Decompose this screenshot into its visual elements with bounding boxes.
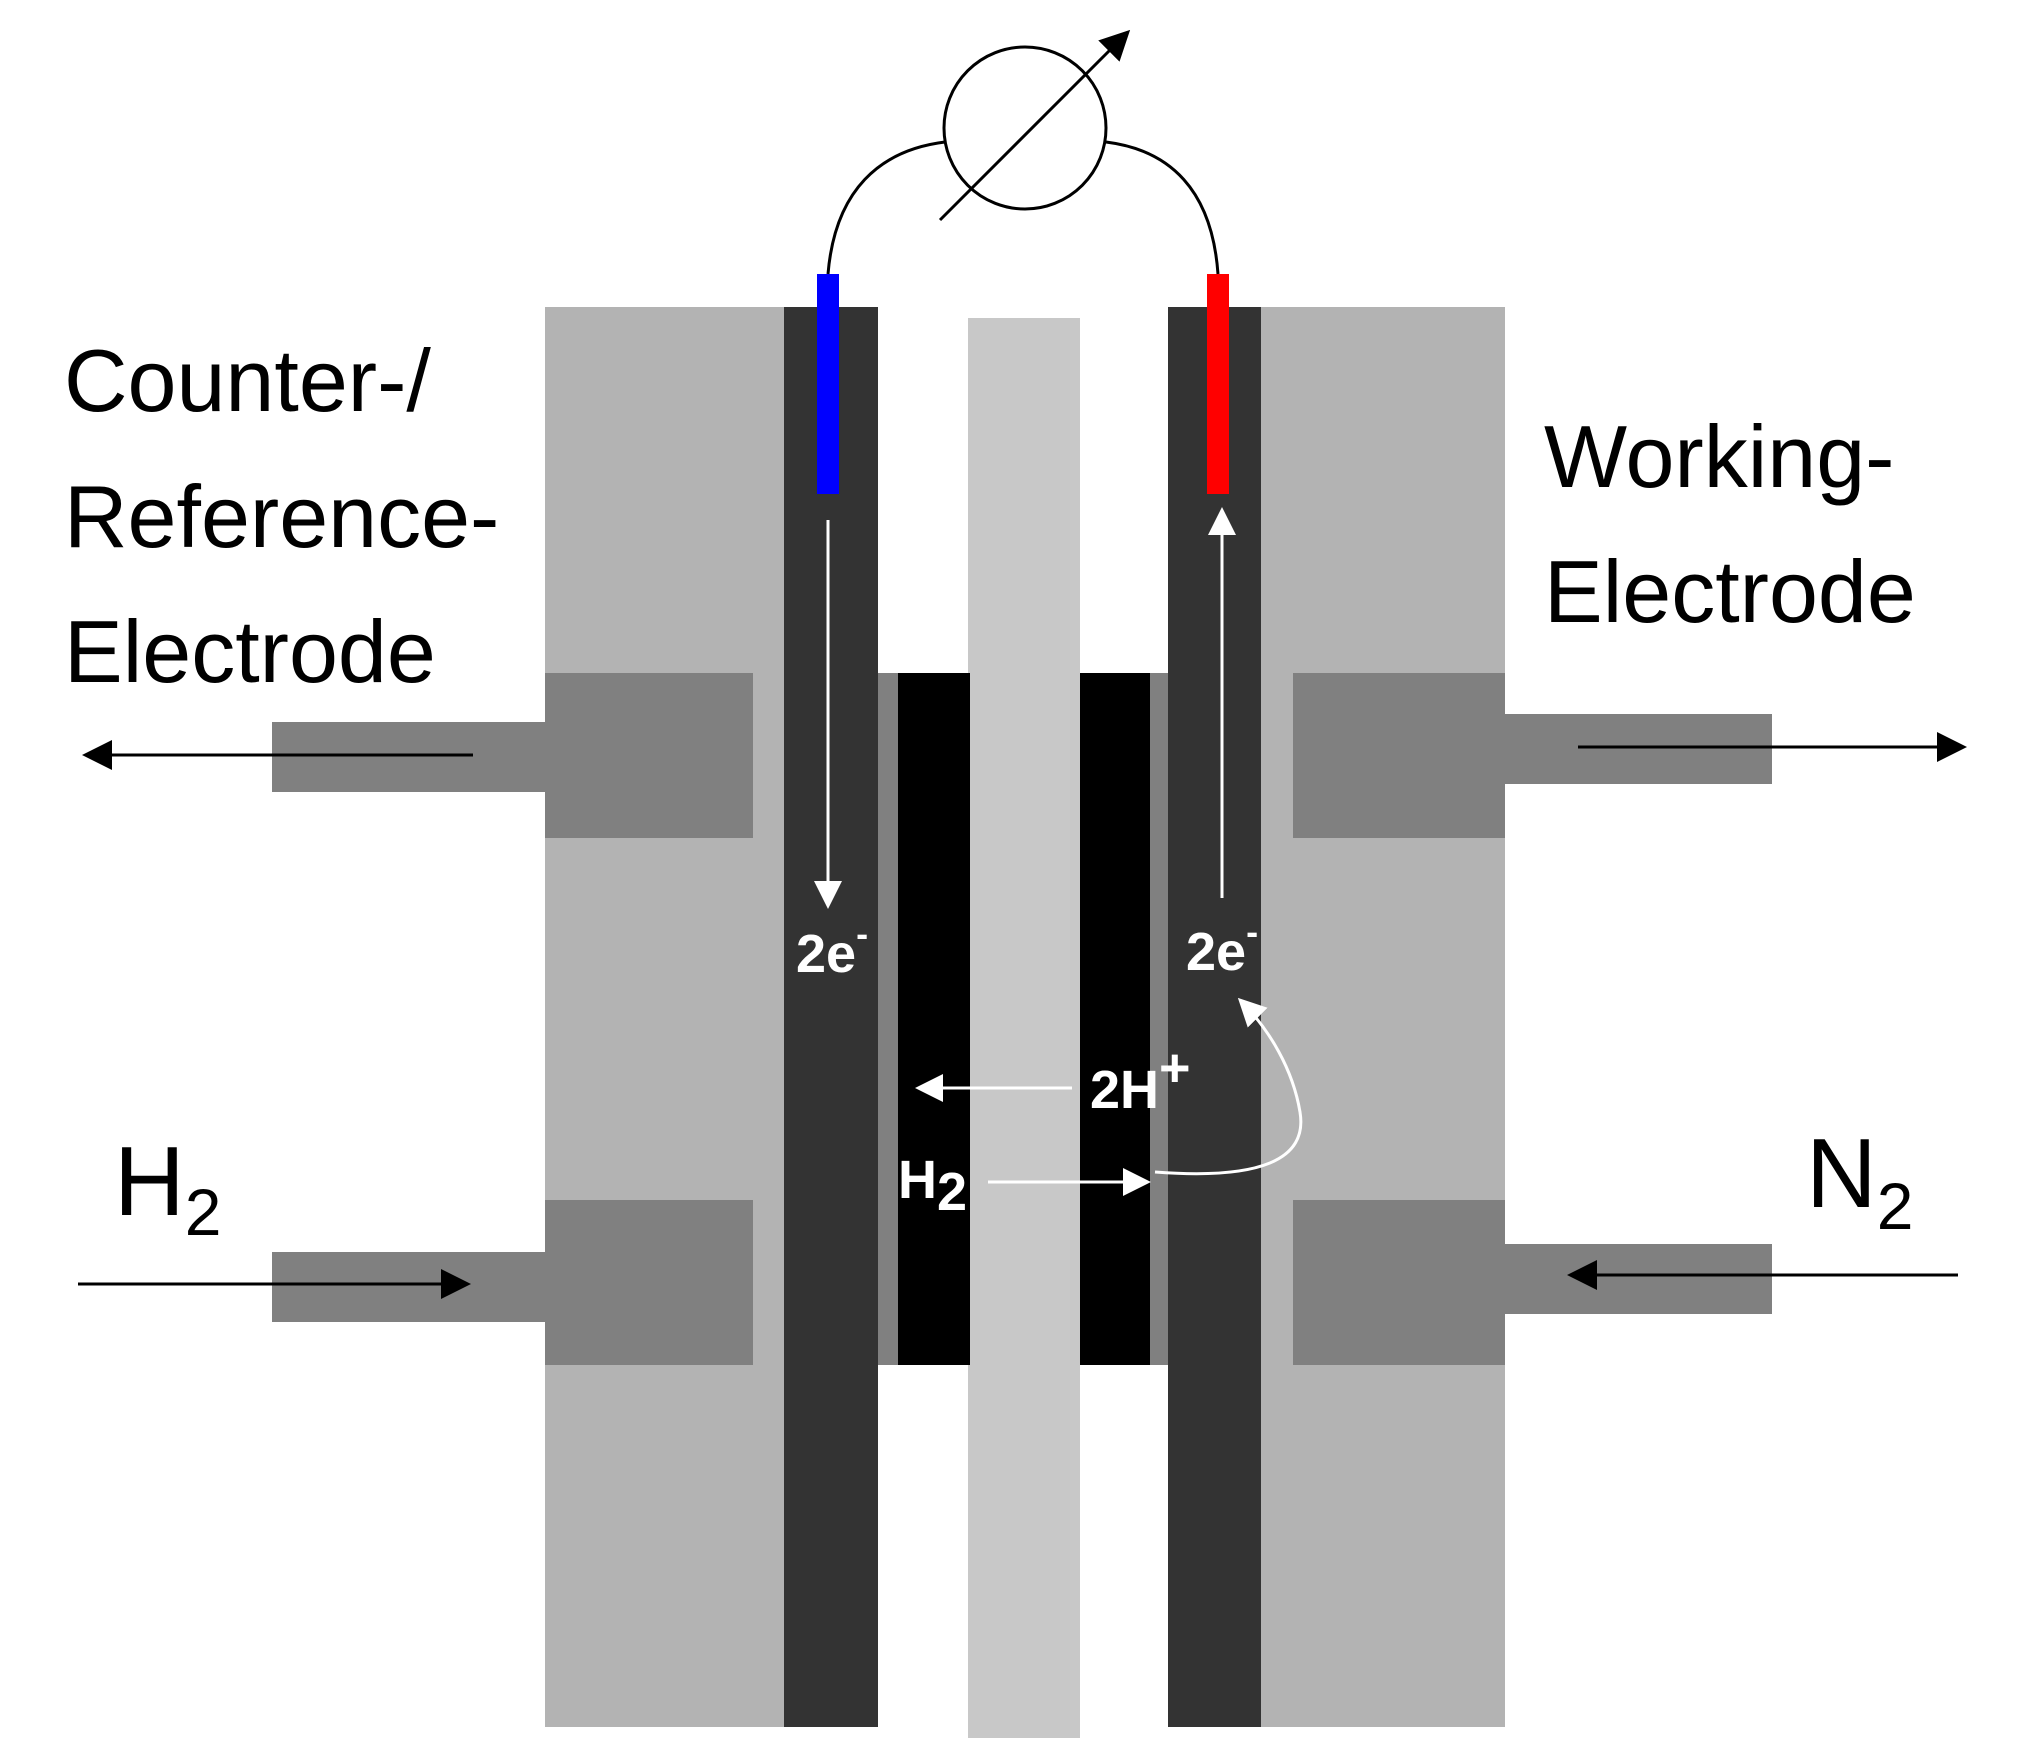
- membrane: [968, 318, 1080, 1738]
- left-lower-port-tube: [272, 1252, 552, 1322]
- right-current-collector: [1168, 307, 1261, 1727]
- n2-gas-label: N2: [1806, 1118, 1914, 1243]
- left-lower-port-block: [545, 1200, 753, 1365]
- right-housing: [1260, 307, 1505, 1727]
- right-wire: [1105, 140, 1220, 275]
- left-upper-port-tube: [272, 722, 552, 792]
- variable-meter-icon: [938, 29, 1131, 222]
- proton-label: 2H+: [1090, 1038, 1191, 1120]
- oxidation-curve-arrow: [1154, 997, 1303, 1176]
- hydrogen-inner-label: H2: [898, 1150, 967, 1222]
- right-lower-port-tube: [1500, 1244, 1772, 1314]
- right-upper-port-block: [1293, 673, 1505, 838]
- electron-label-right: 2e-: [1186, 911, 1258, 982]
- left-catalyst-layer: [898, 673, 970, 1365]
- electron-label-left: 2e-: [796, 913, 868, 984]
- left-current-collector: [784, 307, 878, 1727]
- counter-electrode-label: Counter-/ Reference- Electrode: [64, 331, 524, 701]
- h2-gas-label: H2: [114, 1126, 222, 1249]
- right-catalyst-layer: [1080, 673, 1152, 1365]
- left-wire: [826, 140, 946, 275]
- right-lower-port-block: [1293, 1200, 1505, 1365]
- working-electrode-label: Working- Electrode: [1544, 407, 1919, 641]
- right-upper-port-tube: [1500, 714, 1772, 784]
- left-housing: [545, 307, 785, 1727]
- left-upper-port-block: [545, 673, 753, 838]
- negative-terminal: [817, 274, 839, 494]
- positive-terminal: [1207, 274, 1229, 494]
